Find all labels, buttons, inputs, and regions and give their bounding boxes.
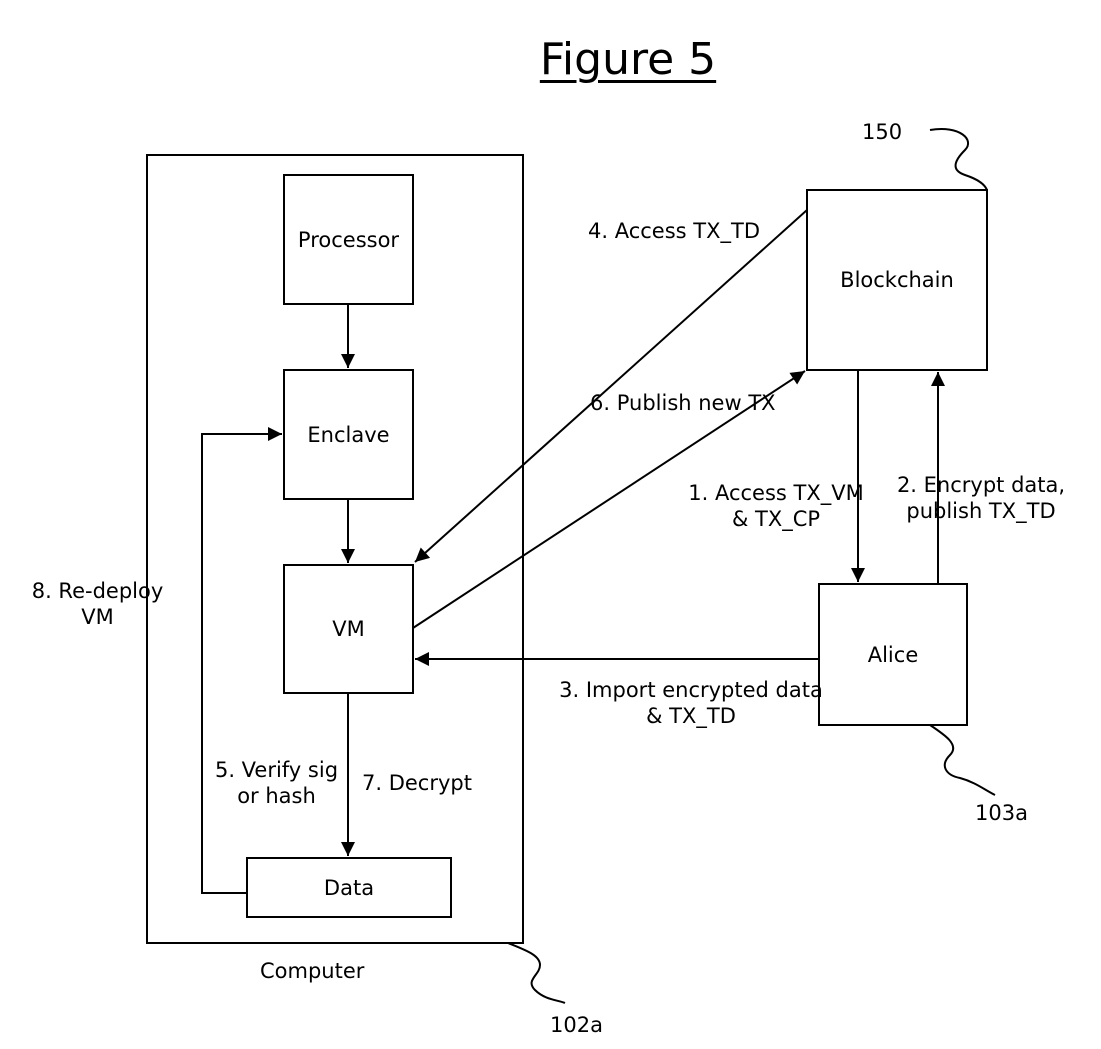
step8-line1: 8. Re-deploy xyxy=(30,578,165,604)
ref-alice: 103a xyxy=(975,800,1028,826)
vm-label: VM xyxy=(284,616,413,642)
step2-line1: 2. Encrypt data, xyxy=(886,472,1076,498)
data-label: Data xyxy=(247,875,451,901)
step1-line2: & TX_CP xyxy=(676,506,876,532)
step1-label: 1. Access TX_VM & TX_CP xyxy=(676,480,876,532)
step1-line1: 1. Access TX_VM xyxy=(676,480,876,506)
step5-line2: or hash xyxy=(204,783,349,809)
step3-label: 3. Import encrypted data & TX_TD xyxy=(541,677,841,729)
step5-line1: 5. Verify sig xyxy=(204,757,349,783)
step2-label: 2. Encrypt data, publish TX_TD xyxy=(886,472,1076,524)
alice-label: Alice xyxy=(819,642,967,668)
ref-computer: 102a xyxy=(550,1012,603,1038)
step5-label: 5. Verify sig or hash xyxy=(204,757,349,809)
step8-label: 8. Re-deploy VM xyxy=(30,578,165,630)
enclave-label: Enclave xyxy=(284,422,413,448)
blockchain-label: Blockchain xyxy=(807,267,987,293)
step4-label: 4. Access TX_TD xyxy=(588,218,760,244)
step2-line2: publish TX_TD xyxy=(886,498,1076,524)
ref-squiggle-103a xyxy=(930,725,995,795)
figure-title: Figure 5 xyxy=(0,30,1101,90)
step7-label: 7. Decrypt xyxy=(362,770,472,796)
step6-label: 6. Publish new TX xyxy=(590,390,776,416)
step3-line2: & TX_TD xyxy=(541,703,841,729)
arrow-data-enclave-loop xyxy=(202,434,282,893)
ref-blockchain: 150 xyxy=(862,119,902,145)
ref-squiggle-150 xyxy=(930,129,987,190)
computer-label: Computer xyxy=(260,958,364,984)
processor-label: Processor xyxy=(284,227,413,253)
step8-line2: VM xyxy=(30,604,165,630)
step3-line1: 3. Import encrypted data xyxy=(541,677,841,703)
ref-squiggle-102a xyxy=(508,943,565,1003)
